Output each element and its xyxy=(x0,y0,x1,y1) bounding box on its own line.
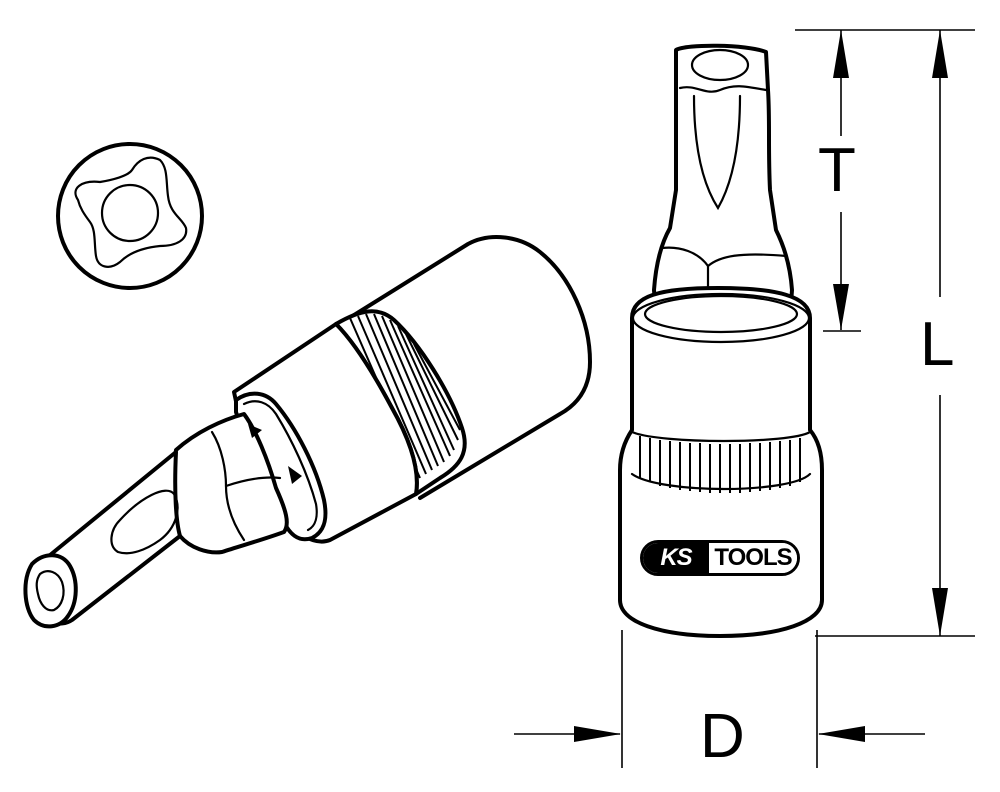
socket-upright-icon xyxy=(618,43,824,638)
torx-end-view-icon xyxy=(56,142,204,290)
socket-horizontal-icon xyxy=(23,235,592,629)
logo-tools-text: TOOLS xyxy=(709,543,797,573)
logo-ks-text: KS xyxy=(643,543,709,573)
ks-tools-logo: KS TOOLS xyxy=(640,540,800,576)
dimension-lines xyxy=(514,29,975,768)
dimension-label-t: T xyxy=(818,136,856,205)
dimension-label-l: L xyxy=(920,310,955,379)
dimension-label-d: D xyxy=(700,702,745,771)
